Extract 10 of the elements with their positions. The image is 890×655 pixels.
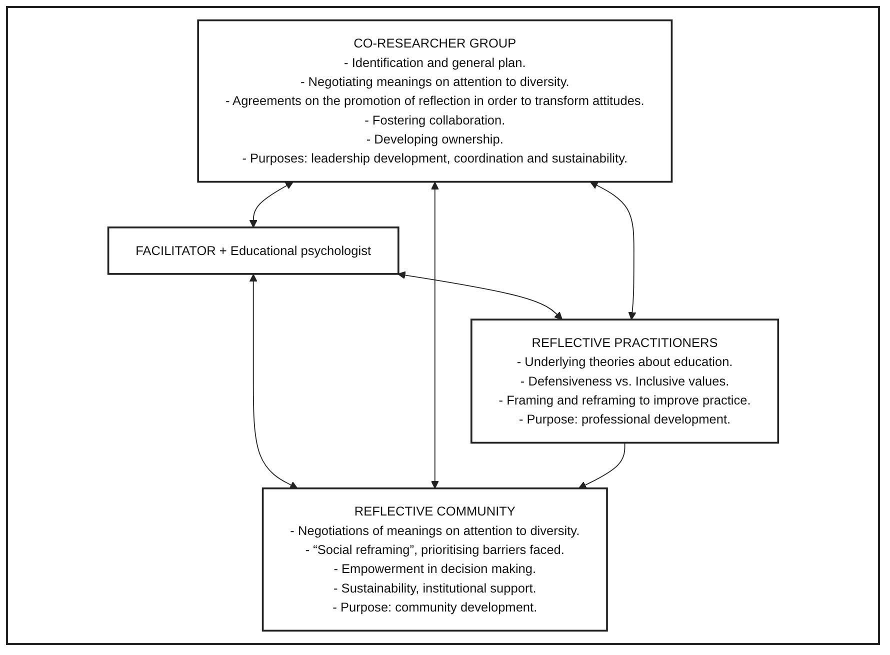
node-box: REFLECTIVE COMMUNITY - Negotiations of meanings on attention to diversity. - “Social reframing”, prioritising barriers faced. - Empowerment in decision making. - Sustainability, institutional support. - Purpose: community development. [262, 487, 608, 632]
arrow [578, 442, 625, 489]
arrow [590, 182, 636, 320]
node-box: FACILITATOR + Educational psychologist [107, 226, 400, 275]
node-box: CO-RESEARCHER GROUP - Identification and general plan. - Negotiating meanings on attention to diversity. - Agreements on the promotion of reflection in order to transform attitudes. - Fostering collaboration. - Developing ownership. - Purposes: leadership development, coordination and sustainability. [196, 19, 672, 183]
node-box: REFLECTIVE PRACTITIONERS - Underlying theories about education. - Defensiveness vs. Inclusive values. - Framing and reframing to improve practice. - Purpose: professional development. [470, 318, 779, 444]
arrow [249, 274, 298, 489]
arrow [397, 271, 562, 320]
arrow [249, 182, 294, 228]
arrow [430, 182, 439, 489]
